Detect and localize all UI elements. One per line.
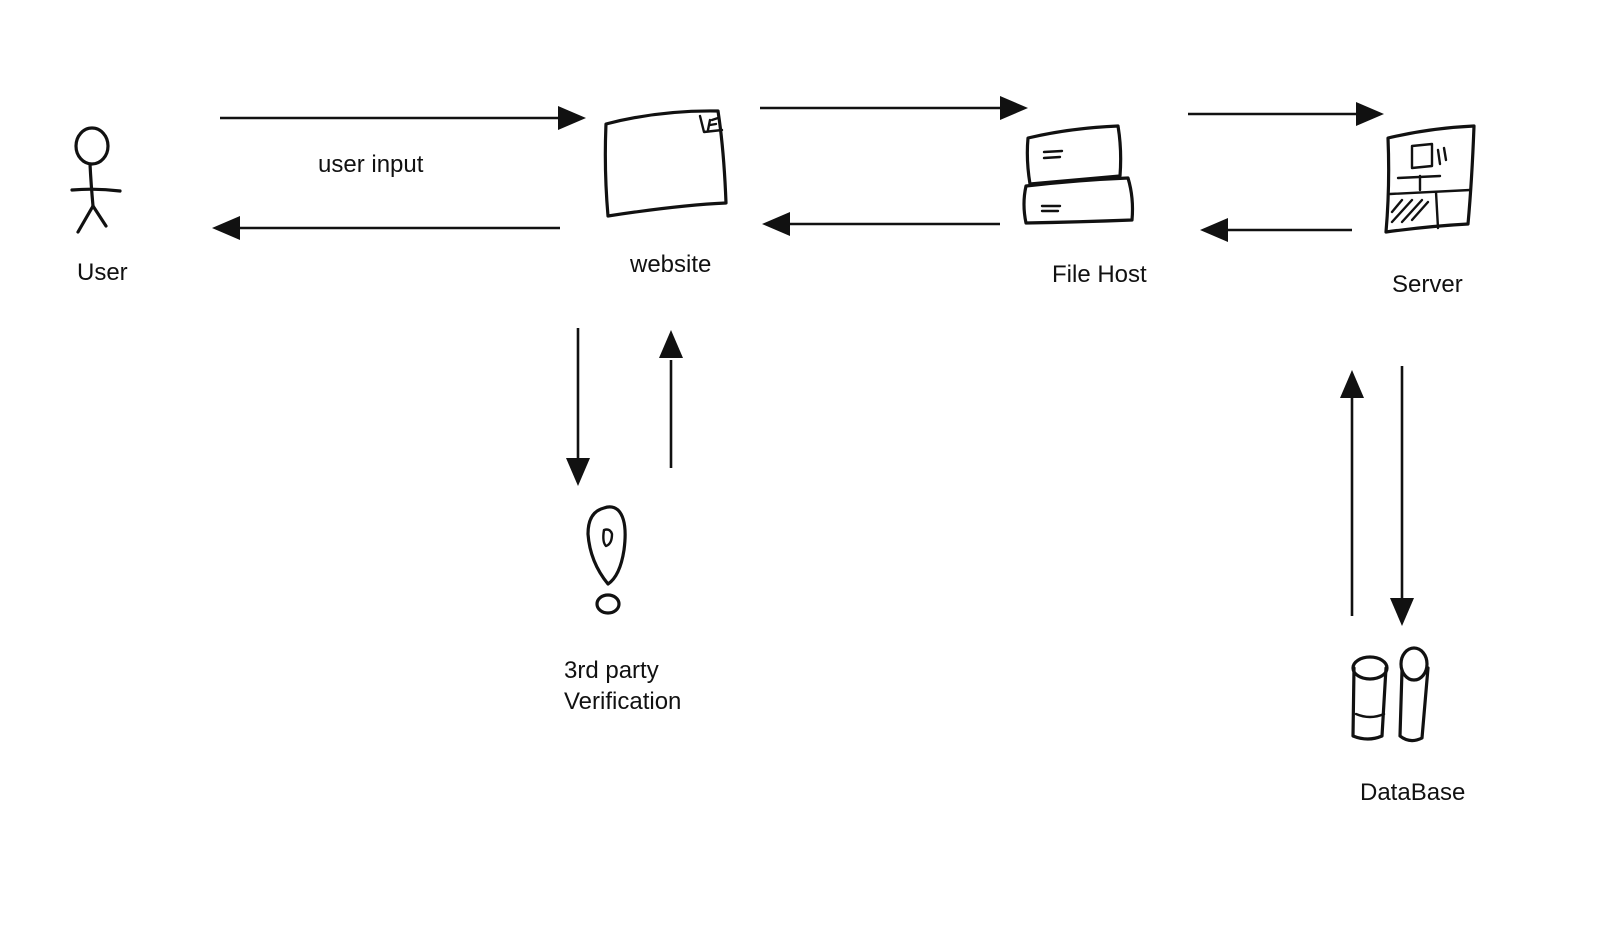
arrow-database-to-server <box>1340 370 1364 616</box>
arrow-server-to-file-host <box>1200 218 1352 242</box>
database-label: DataBase <box>1360 779 1466 806</box>
arrow-verification-to-website <box>659 330 683 468</box>
database-cylinders-icon <box>1351 646 1430 743</box>
website-label: website <box>630 251 712 278</box>
arrow-website-to-user <box>212 216 560 240</box>
exclamation-icon <box>586 505 627 615</box>
arrow-user-to-website <box>220 106 586 130</box>
server-icon <box>1384 124 1476 234</box>
arrow-website-to-verification <box>566 328 590 486</box>
arrow-file-host-to-server <box>1188 102 1384 126</box>
file-host-label: File Host <box>1052 261 1147 288</box>
stick-figure-icon <box>70 126 122 234</box>
server-label: Server <box>1392 271 1463 298</box>
arrow-server-to-database <box>1390 366 1414 626</box>
arrow-file-host-to-website <box>762 212 1000 236</box>
user-input-edge-label: user input <box>318 151 424 178</box>
verification-label-line1: 3rd party <box>564 657 659 684</box>
verification-label-line2: Verification <box>564 688 682 715</box>
arrow-website-to-file-host <box>760 96 1028 120</box>
file-host-icon <box>1022 124 1135 225</box>
browser-window-icon <box>603 109 728 218</box>
user-label: User <box>77 259 128 286</box>
